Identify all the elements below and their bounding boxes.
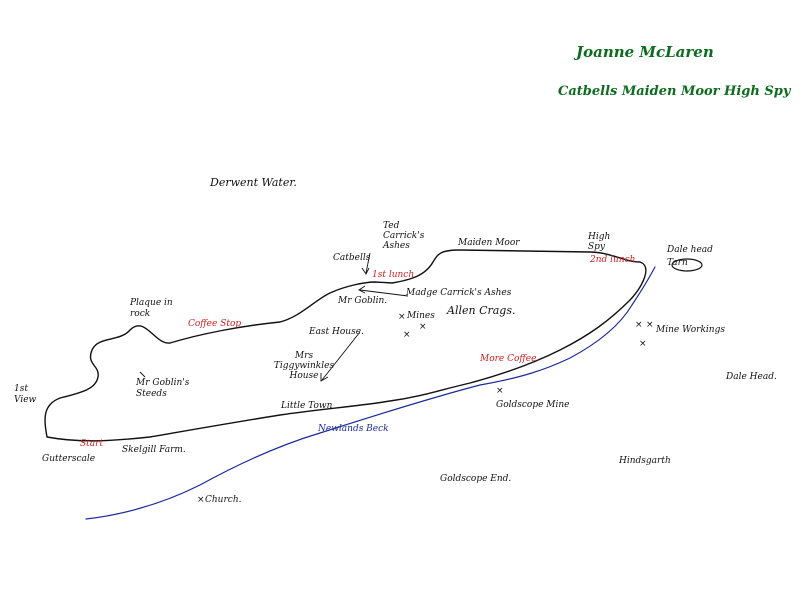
mine-marker: × [419, 322, 427, 332]
label-hindsgarth: Hindsgarth [619, 456, 671, 466]
label-mrs-tiggywinkles-house: Mrs Tiggywinkles House [273, 351, 335, 381]
label-mine-workings: Mine Workings [656, 325, 725, 335]
newlands-beck [85, 266, 656, 520]
arrow-ted-carrick [365, 252, 371, 274]
arrow-east-house-head [320, 373, 329, 382]
label-newlands-beck: Newlands Beck [318, 424, 389, 434]
mine-marker: × [635, 320, 643, 330]
label-catbells: Catbells [333, 253, 371, 263]
mine-marker: × [639, 339, 647, 349]
arrow-madge-carrick-head [358, 285, 366, 294]
label-high-spy: High Spy [588, 232, 611, 252]
mine-marker: × [496, 386, 504, 396]
label-more-coffee: More Coffee. [480, 354, 540, 364]
arrow-ted-carrick-head [361, 267, 370, 275]
label-allen-crags: Allen Crags. [447, 304, 516, 317]
label-start: Start [80, 439, 104, 449]
arrow-madge-carrick [359, 289, 409, 297]
route-title: Catbells Maiden Moor High Spy [558, 84, 791, 99]
church-marker: × [197, 495, 205, 505]
dale-head-tarn-shape [671, 258, 703, 272]
label-mines: Mines [407, 311, 435, 321]
mine-marker: × [646, 320, 654, 330]
label-east-house: East House. [309, 327, 364, 337]
label-mr-goblin: Mr Goblin. [338, 296, 388, 306]
walking-route [44, 249, 647, 442]
mine-marker: × [403, 330, 411, 340]
label-church: Church. [205, 495, 242, 505]
arrow-mr-goblin-steeds [139, 371, 146, 378]
label-gutterscale: Gutterscale [42, 454, 96, 464]
label-dale-head: Dale Head. [726, 372, 777, 382]
label-skelgill-farm: Skelgill Farm. [122, 445, 186, 455]
label-second-lunch: 2nd lunch [590, 255, 636, 265]
label-derwent-water: Derwent Water. [210, 176, 297, 189]
author-signature: Joanne McLaren [576, 43, 714, 61]
label-plaque-in-rock: Plaque in rock [130, 298, 173, 319]
label-coffee-stop: Coffee Stop [188, 319, 242, 329]
label-little-town: Little Town [281, 401, 333, 411]
label-ted-carrick-ashes: Ted Carrick's Ashes [383, 221, 425, 251]
label-dale-head-tarn: Dale head Tarn [667, 245, 713, 268]
label-goldscope-end: Goldscope End. [440, 474, 512, 484]
label-first-view: 1st View [14, 384, 37, 405]
label-goldscope-mine: Goldscope Mine [496, 400, 570, 410]
arrow-east-house [321, 331, 361, 381]
mine-marker: × [398, 312, 406, 322]
label-first-lunch: 1st lunch [372, 270, 415, 280]
label-mr-goblins-steeds: Mr Goblin's Steeds [136, 378, 190, 399]
label-madge-carrick-ashes: Madge Carrick's Ashes [406, 288, 512, 298]
label-maiden-moor: Maiden Moor [458, 238, 520, 248]
